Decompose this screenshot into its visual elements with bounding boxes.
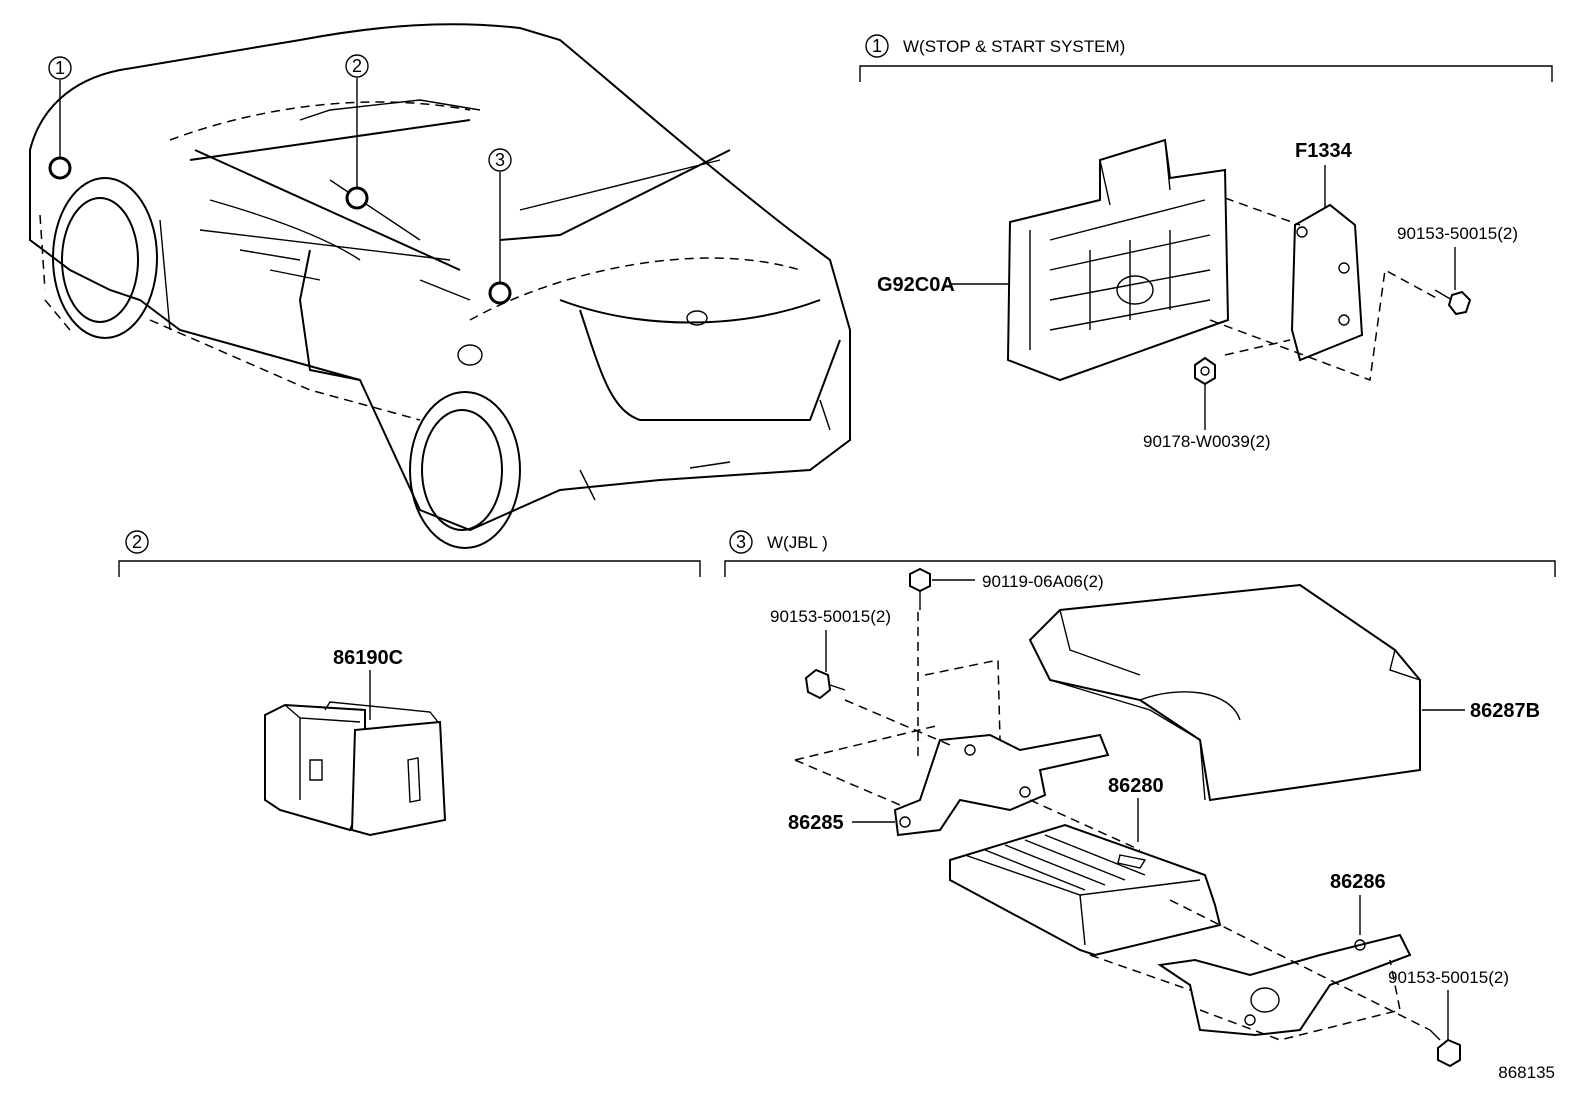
switch-86190c-icon bbox=[264, 701, 447, 837]
label-f1334: F1334 bbox=[1295, 140, 1353, 162]
label-bracket-b: 86286 bbox=[1330, 871, 1386, 893]
label-cover: 86287B bbox=[1470, 700, 1540, 722]
car-callout-2: 2 bbox=[352, 56, 362, 76]
marker-2-icon bbox=[345, 186, 369, 210]
cover-86287b-icon bbox=[1028, 583, 1421, 802]
bolt-90153-a-icon bbox=[804, 668, 846, 700]
label-nut-1: 90178-W0039(2) bbox=[1143, 432, 1271, 451]
bracket-86285-icon bbox=[893, 733, 1110, 837]
section-3-number: 3 bbox=[736, 532, 746, 552]
f1334-bracket-icon bbox=[1290, 203, 1364, 362]
amplifier-86280-icon bbox=[949, 823, 1222, 957]
section-1-title: W(STOP & START SYSTEM) bbox=[903, 37, 1125, 56]
label-bolt-3c: 90153-50015(2) bbox=[1388, 968, 1509, 987]
label-bracket-a: 86285 bbox=[788, 812, 844, 834]
diagram-id: 868135 bbox=[1498, 1063, 1555, 1082]
section-1-number: 1 bbox=[872, 36, 882, 56]
nut-90178-icon bbox=[1194, 356, 1216, 386]
section-3-title: W(JBL ) bbox=[767, 533, 828, 552]
section-2: 2 86190C bbox=[118, 530, 701, 837]
marker-1-icon bbox=[48, 156, 72, 180]
car-illustration: 1 2 3 bbox=[29, 23, 851, 549]
label-g92c0a: G92C0A bbox=[877, 274, 955, 296]
car-callout-3: 3 bbox=[495, 150, 505, 170]
bolt-90153-b-icon bbox=[1429, 1029, 1461, 1068]
label-amplifier: 86280 bbox=[1108, 775, 1164, 797]
bolt-90153-icon bbox=[1434, 289, 1472, 316]
section-1: 1 W(STOP & START SYSTEM) bbox=[859, 34, 1553, 451]
label-switch: 86190C bbox=[333, 647, 403, 669]
label-bolt-3b: 90153-50015(2) bbox=[770, 607, 891, 626]
section-2-number: 2 bbox=[132, 532, 142, 552]
bolt-90119-icon bbox=[909, 567, 931, 610]
car-callout-1: 1 bbox=[55, 58, 65, 78]
label-bolt-3a: 90119-06A06(2) bbox=[982, 572, 1104, 591]
section-3: 3 W(JBL ) bbox=[724, 530, 1556, 1068]
g92c0a-module-icon bbox=[1006, 138, 1230, 382]
label-bolt-1: 90153-50015(2) bbox=[1397, 224, 1518, 243]
bracket-86286-icon bbox=[1157, 933, 1412, 1037]
marker-3-icon bbox=[488, 281, 512, 305]
